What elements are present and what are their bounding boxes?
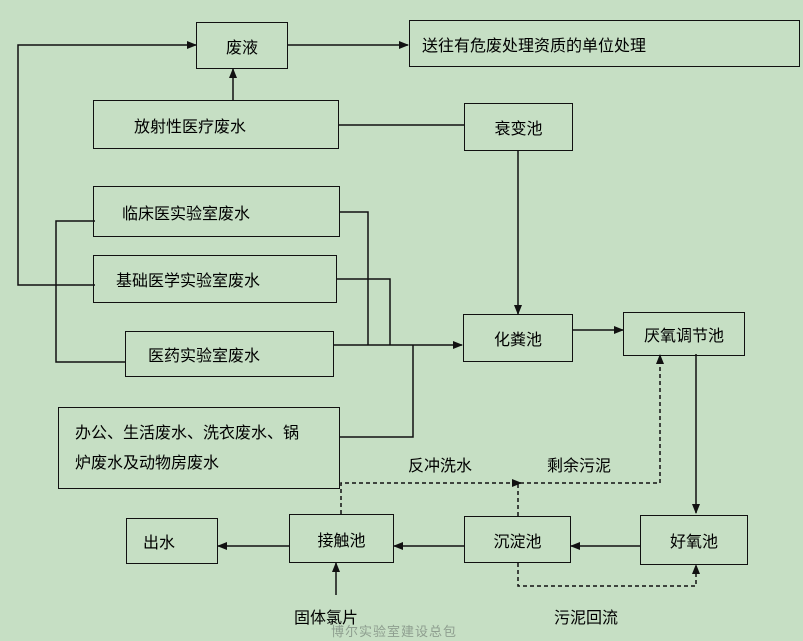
label-backwash: 反冲洗水	[408, 456, 473, 475]
dashed-sludge-return	[517, 563, 700, 587]
node-qualified-disposal: 送往有危废处理资质的单位处理	[409, 20, 800, 67]
node-anaerobic-tank: 厌氧调节池	[623, 312, 745, 356]
node-decay-tank: 衰变池	[464, 103, 573, 151]
node-basic-lab-wastewater: 基础医学实验室废水	[93, 255, 337, 303]
line-clinical-right	[340, 211, 369, 345]
node-septic-tank: 化粪池	[463, 314, 573, 362]
line-basic-right	[336, 278, 391, 345]
dashed-backwash	[340, 479, 522, 514]
label-excess-sludge: 剩余污泥	[547, 456, 612, 475]
node-aerobic-tank: 好氧池	[640, 515, 748, 565]
node-waste-liquid: 废液	[196, 22, 288, 69]
label-solid-chlorine: 固体氯片	[294, 608, 359, 627]
line-office-right	[340, 345, 414, 438]
node-pharma-lab-wastewater: 医药实验室废水	[125, 331, 334, 377]
dashed-excess-sludge	[517, 354, 664, 516]
node-radioactive-wastewater: 放射性医疗废水	[93, 100, 339, 149]
node-sedimentation-tank: 沉淀池	[464, 516, 571, 563]
node-office-living-wastewater: 办公、生活废水、洗衣废水、锅 炉废水及动物房废水	[58, 407, 340, 489]
arrow-basic-to-waste	[17, 41, 197, 286]
watermark: 博尔实验室建设总包	[331, 625, 458, 640]
node-effluent: 出水	[126, 518, 218, 564]
node-clinical-lab-wastewater: 临床医实验室废水	[93, 186, 340, 237]
node-contact-tank: 接触池	[289, 514, 394, 563]
label-sludge-return: 污泥回流	[554, 608, 619, 627]
line-clinical-pharma-bracket	[55, 220, 126, 363]
